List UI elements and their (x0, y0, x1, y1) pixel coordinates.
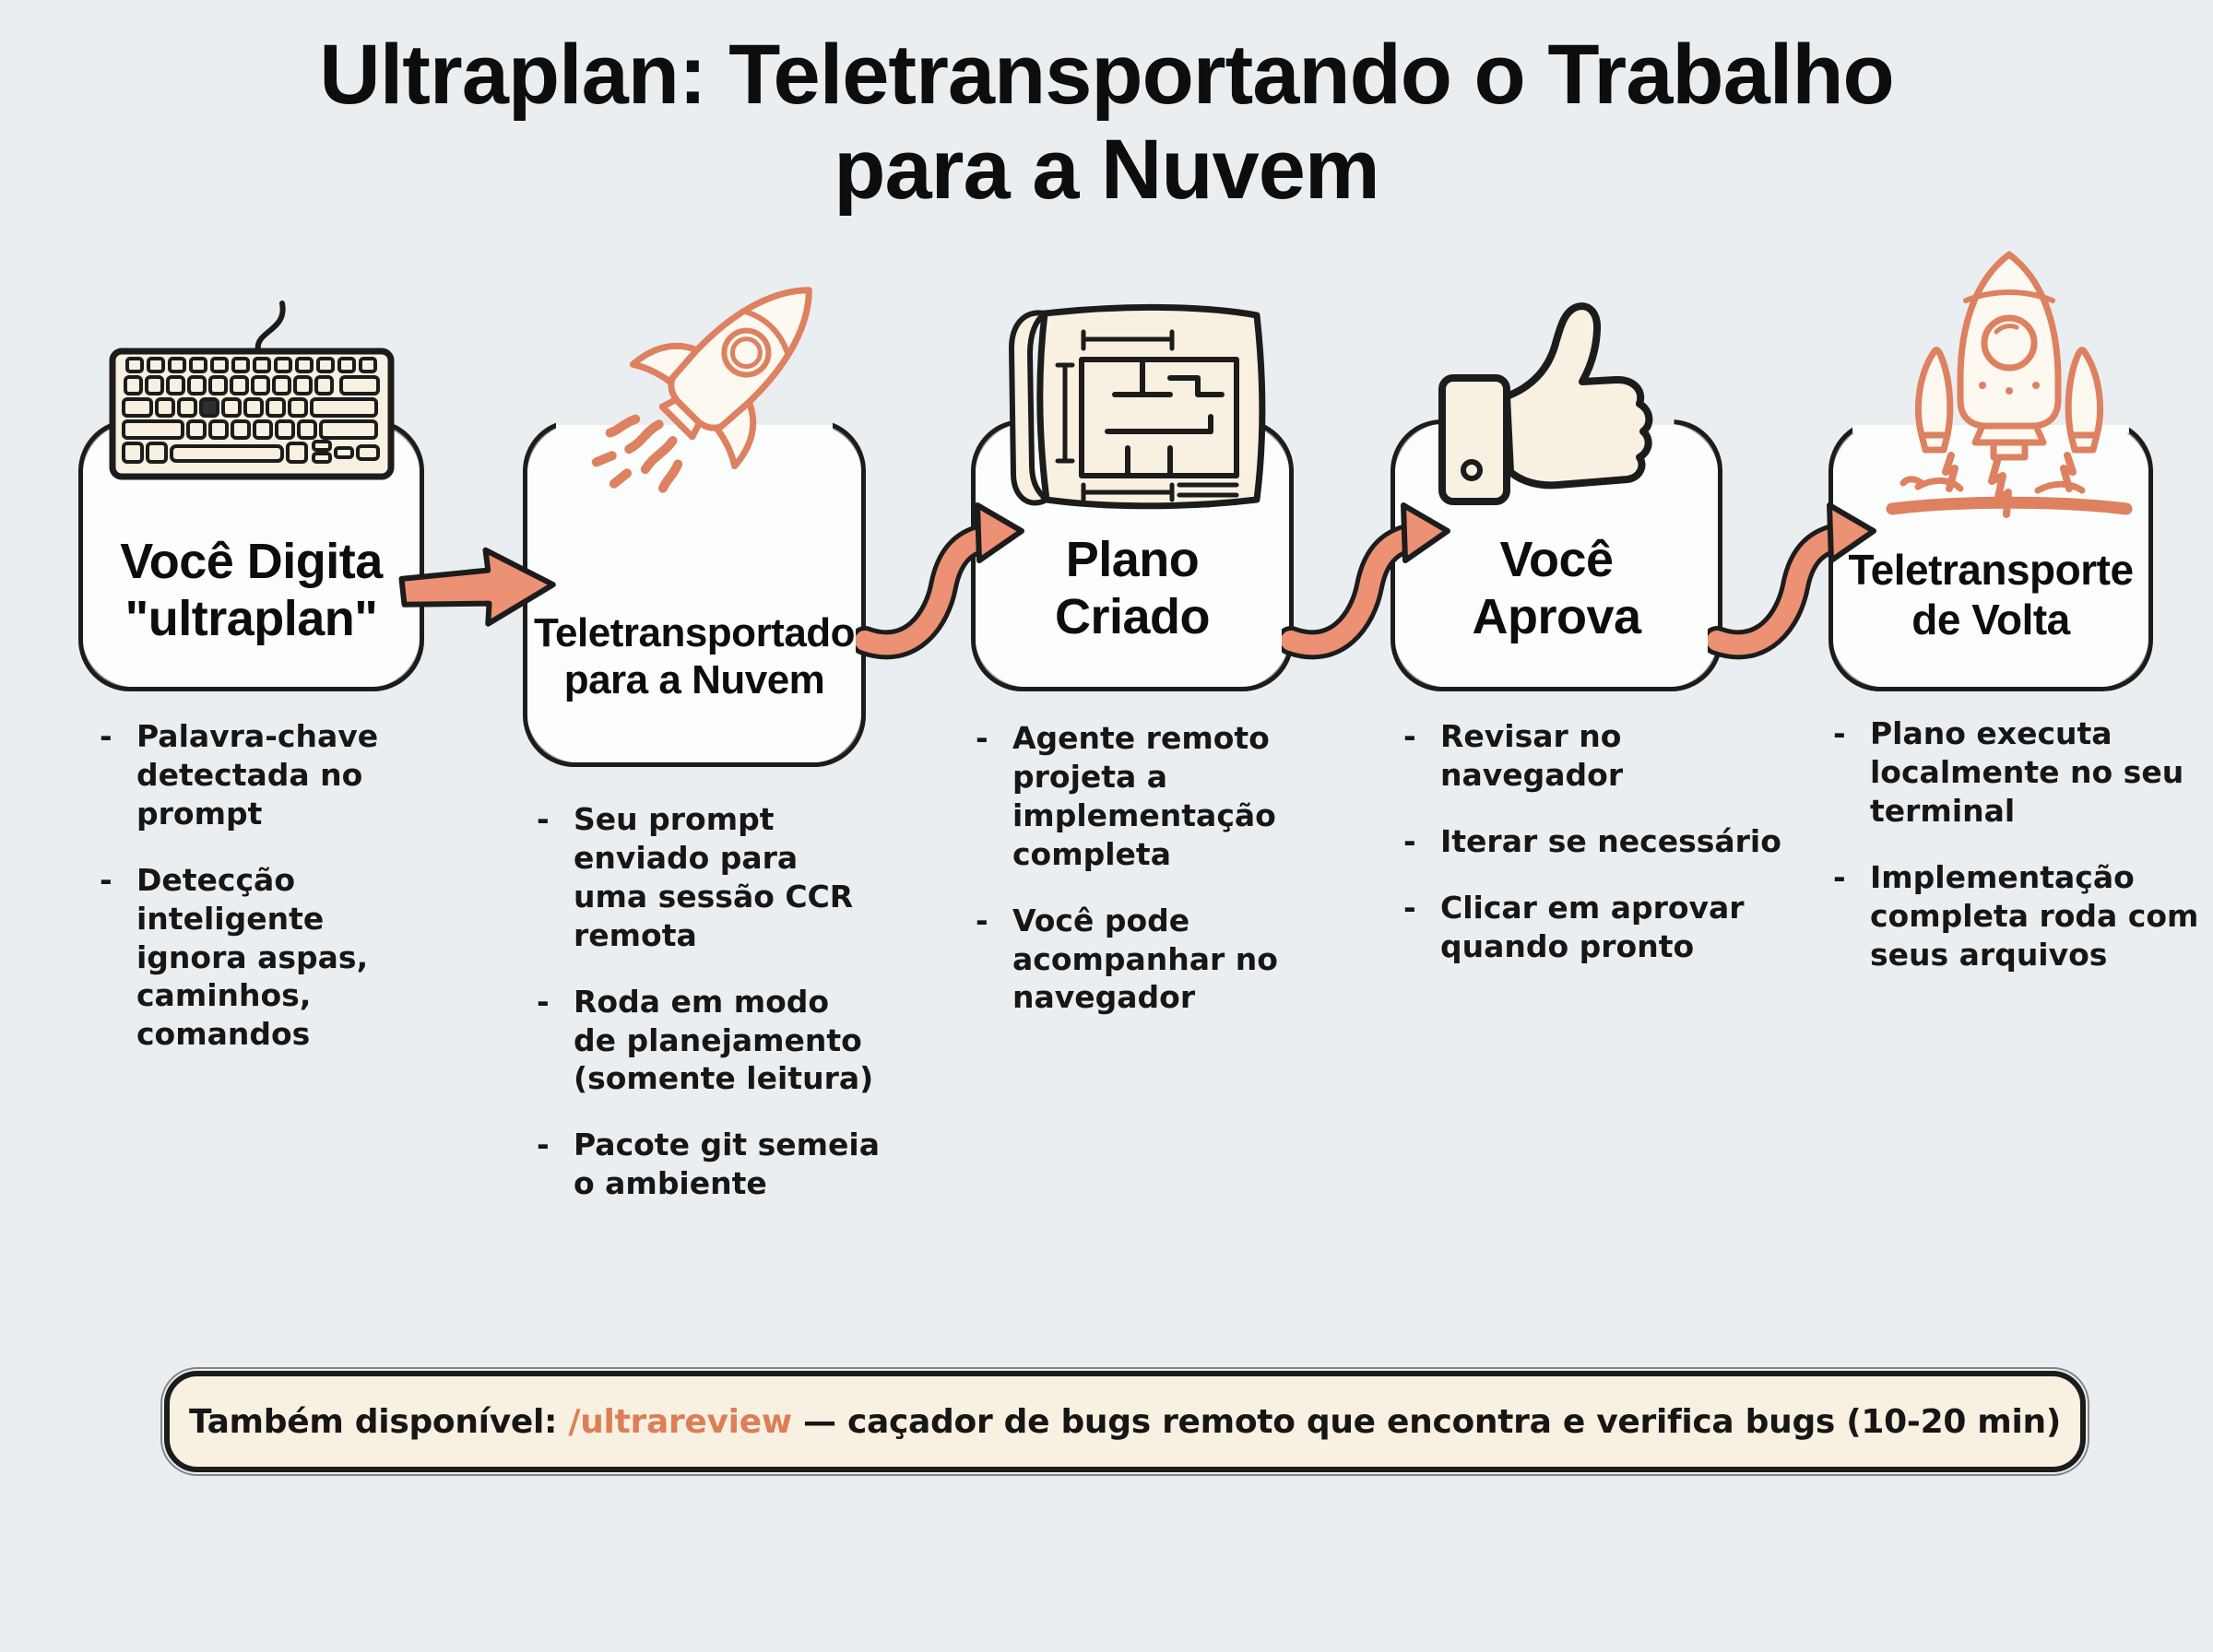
bullet-item: Seu prompt enviado para uma sessão CCR r… (537, 800, 881, 955)
step-title: Plano Criado (1054, 531, 1211, 645)
step-card-teleported-to-cloud: Teletransportado para a Nuvem (523, 287, 866, 767)
bullet-item: Plano executa localmente no seu terminal (1833, 714, 2213, 831)
step-title: Você Digita "ultraplan" (120, 533, 383, 647)
bullet-item: Palavra-chave detectada no prompt (100, 717, 432, 833)
bullet-item: Roda em modo de planejamento (somente le… (537, 983, 881, 1099)
bullet-item: Detecção inteligente ignora aspas, camin… (100, 861, 432, 1055)
keyboard-icon (100, 263, 404, 489)
rocket-launch-icon (550, 235, 864, 549)
step-title: Teletransporte de Volta (1848, 546, 2134, 643)
step-bullets-teleport-back: Plano executa localmente no seu terminal… (1833, 714, 2213, 1001)
banner-suffix: — caçador de bugs remoto que encontra e … (791, 1402, 2062, 1441)
blueprint-icon (989, 278, 1275, 523)
step-card-plan-created: Plano Criado (971, 303, 1294, 691)
bullet-item: Revisar no navegador (1403, 717, 1800, 795)
thumbs-up-icon (1418, 275, 1695, 519)
banner-command: /ultrareview (568, 1402, 792, 1441)
step-bullets-plan-created: Agente remoto projeta a implementação co… (976, 719, 1298, 1044)
rocket-landing-icon (1857, 240, 2161, 525)
banner-text: Também disponível: /ultrareview — caçado… (189, 1403, 2061, 1441)
step-bullets-you-approve: Revisar no navegador Iterar se necessári… (1403, 717, 1800, 994)
bullet-item: Iterar se necessário (1403, 822, 1800, 861)
arrow-curve-icon (1708, 479, 1878, 678)
ultrareview-banner: Também disponível: /ultrareview — caçado… (160, 1367, 2089, 1476)
step-title: Teletransportado para a Nuvem (533, 609, 856, 702)
step-title: Você Aprova (1472, 531, 1641, 645)
step-card-teleport-back: Teletransporte de Volta (1828, 251, 2153, 691)
step-bullets-teleported: Seu prompt enviado para uma sessão CCR r… (537, 800, 881, 1231)
page-title: Ultraplan: Teletransportando o Trabalho … (319, 28, 1894, 218)
arrow-curve-icon (856, 479, 1026, 678)
step-card-type-ultraplan: Você Digita "ultraplan" (78, 301, 424, 691)
banner-prefix: Também disponível: (188, 1402, 569, 1441)
bullet-item: Implementação completa roda com seus arq… (1833, 858, 2213, 974)
step-bullets-type-ultraplan: Palavra-chave detectada no prompt Detecç… (100, 717, 432, 1081)
bullet-item: Agente remoto projeta a implementação co… (976, 719, 1298, 874)
step-card-you-approve: Você Aprova (1391, 302, 1722, 691)
arrow-curve-icon (1282, 479, 1452, 678)
bullet-item: Pacote git semeia o ambiente (537, 1126, 881, 1203)
arrow-right-icon (393, 537, 562, 643)
bullet-item: Você pode acompanhar no navegador (976, 902, 1298, 1018)
bullet-item: Clicar em aprovar quando pronto (1403, 889, 1800, 966)
